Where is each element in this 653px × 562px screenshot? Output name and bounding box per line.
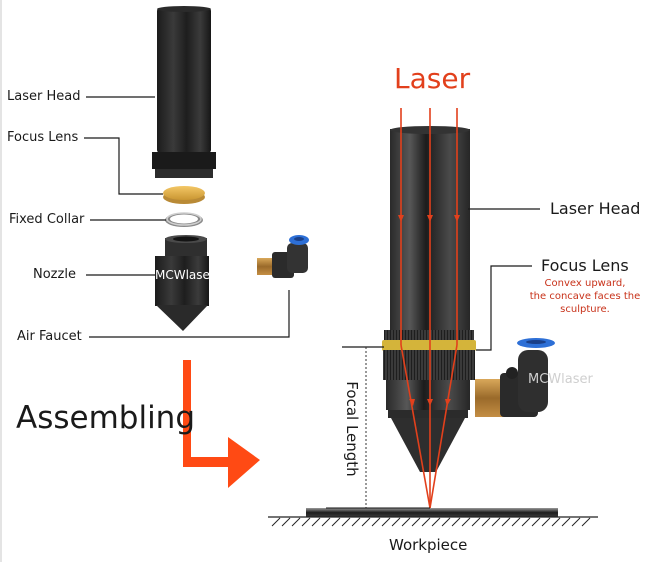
label-workpiece: Workpiece: [389, 536, 468, 554]
focus-lens-note-line1: Convex upward,: [544, 278, 626, 289]
exploded-focus-lens: [163, 186, 205, 204]
label-laser-head-exploded: Laser Head: [7, 89, 81, 104]
assembled-leader-lines: [342, 208, 540, 351]
label-fixed-collar: Fixed Collar: [9, 212, 85, 227]
assembled-watermark: MCWlaser: [528, 372, 593, 387]
label-nozzle: Nozzle: [33, 267, 76, 282]
laser-title: Laser: [394, 62, 471, 95]
laser-beam-lines: [400, 108, 458, 509]
exploded-leader-lines: [84, 96, 290, 338]
image-left-border: [0, 0, 2, 562]
exploded-laser-head-tube: [152, 6, 216, 178]
focus-lens-note-line2: the concave faces the: [529, 291, 641, 302]
exploded-air-faucet: [257, 235, 309, 278]
focus-lens-note-line3: sculpture.: [560, 304, 610, 315]
label-laser-head-assembled: Laser Head: [550, 199, 641, 218]
label-focal-length: Focal Length: [343, 381, 361, 477]
assembling-label: Assembling: [16, 400, 196, 436]
exploded-nozzle: [155, 235, 209, 331]
laser-beam-arrowheads: [398, 215, 460, 406]
nozzle-watermark: MCWlaser: [155, 268, 215, 282]
ground-hatching: [268, 516, 598, 527]
assembled-air-faucet: [475, 338, 555, 417]
label-focus-lens-assembled: Focus Lens: [541, 256, 629, 275]
assembling-arrow-icon: [183, 360, 260, 488]
label-focus-lens-exploded: Focus Lens: [7, 130, 79, 145]
label-air-faucet: Air Faucet: [17, 329, 82, 344]
workpiece-plate: [306, 507, 558, 517]
exploded-fixed-collar: [165, 212, 203, 227]
assembled-laser-head: [382, 126, 476, 472]
focus-lens-note: Convex upward, the concave faces the scu…: [520, 277, 650, 316]
